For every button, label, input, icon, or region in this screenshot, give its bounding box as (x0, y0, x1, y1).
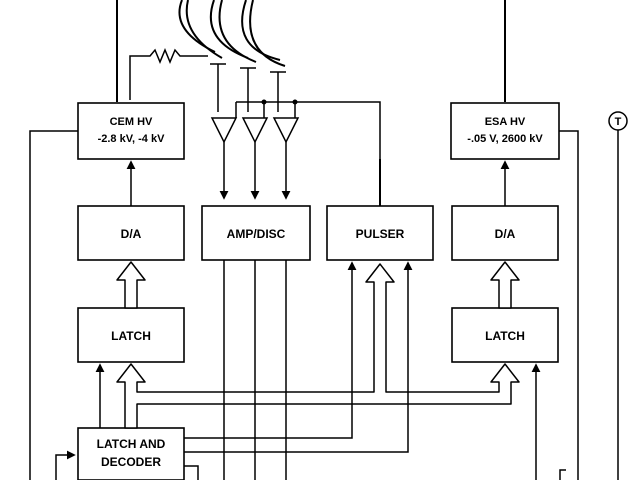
da-left-block: D/A (77, 205, 185, 261)
esa-aux-line (559, 469, 566, 480)
latch-right-block: LATCH (451, 307, 559, 363)
bus-arrows (116, 261, 520, 429)
decoder-input (55, 450, 76, 480)
pulser-block: PULSER (326, 205, 434, 261)
amp-disc-outputs (223, 260, 287, 480)
cem-hv-block: CEM HV -2.8 kV, -4 kV (77, 102, 185, 160)
anode-pickups (210, 63, 286, 112)
da-right-label: D/A (495, 227, 516, 241)
cem-monitor-line (29, 130, 78, 480)
preamp-triangles (210, 117, 300, 200)
da-left-label: D/A (121, 227, 142, 241)
detector-arcs (178, 0, 286, 67)
latch-left-label: LATCH (111, 329, 151, 343)
resistor (129, 48, 208, 100)
test-point-label: T (615, 116, 622, 128)
latch-decoder-block: LATCH AND DECODER (77, 427, 185, 480)
da-right-block: D/A (451, 205, 559, 261)
esa-hv-range: -.05 V, 2600 kV (467, 133, 543, 145)
latch-right-label: LATCH (485, 329, 525, 343)
esa-hv-title: ESA HV (485, 116, 526, 128)
test-pulse-bus (235, 99, 381, 206)
test-point: T (608, 111, 628, 480)
latch-left-block: LATCH (77, 307, 185, 363)
amp-disc-block: AMP/DISC (201, 205, 311, 261)
cem-hv-range: -2.8 kV, -4 kV (98, 133, 166, 145)
esa-hv-block: ESA HV -.05 V, 2600 kV (450, 102, 560, 160)
latch-decoder-line1: LATCH AND (97, 437, 166, 451)
amp-disc-label: AMP/DISC (227, 227, 286, 241)
decoder-to-pulser-1 (184, 261, 357, 439)
decoder-output (184, 465, 199, 480)
decoder-to-pulser-2 (184, 261, 413, 453)
cem-hv-title: CEM HV (110, 116, 153, 128)
pulser-label: PULSER (356, 227, 405, 241)
latch-decoder-line2: DECODER (101, 455, 161, 469)
esa-monitor-line (559, 130, 579, 480)
